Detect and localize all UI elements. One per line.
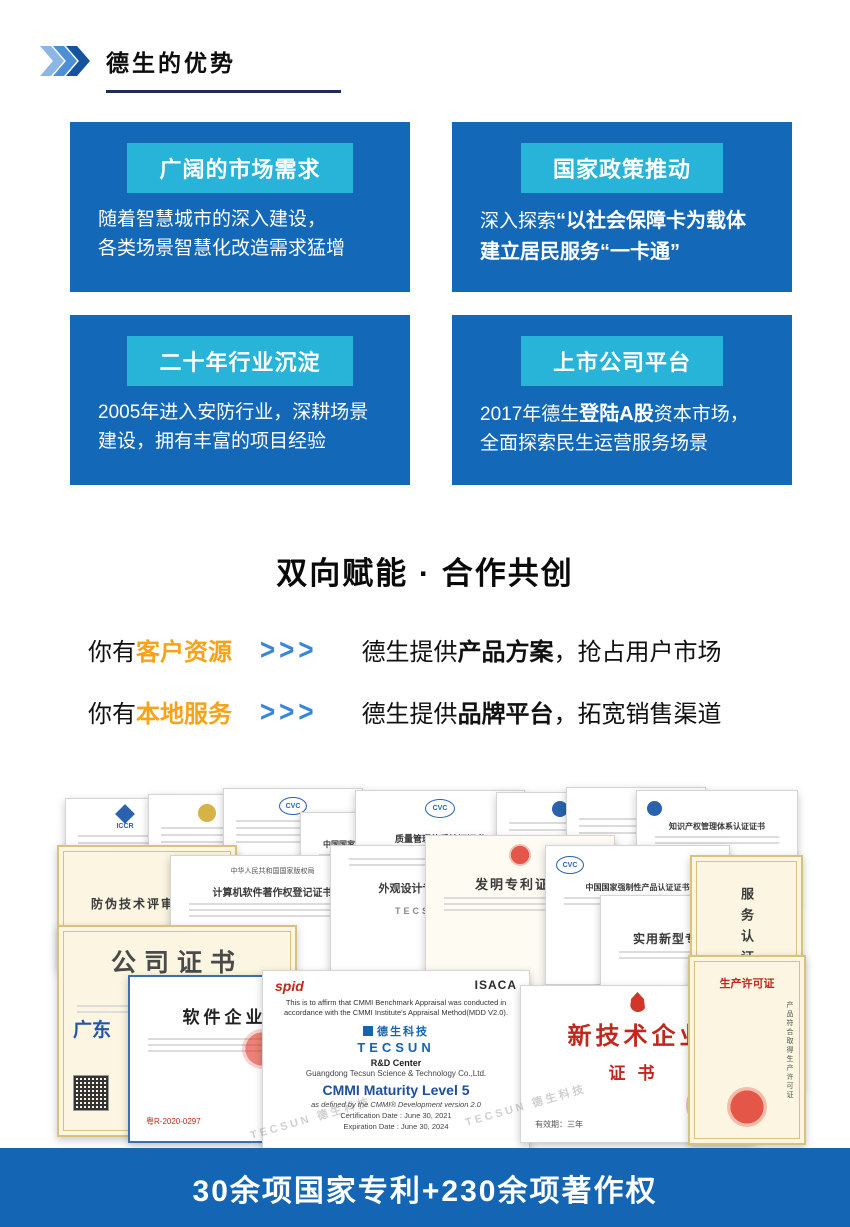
card-body-line: 各类场景智慧化改造需求猛增 [98,237,346,259]
triple-arrow-icon: >>> [260,631,318,667]
coop-prefix: 你有 [88,701,136,728]
card-body-text: 2017年德生 [480,404,580,425]
advantage-cards: 广阔的市场需求 随着智慧城市的深入建设， 各类场景智慧化改造需求猛增 国家政策推… [70,122,792,485]
tecsun-logo: 德生科技 TECSUN [263,1022,529,1055]
coop-row-customer: 你有客户资源 >>> 德生提供产品方案，抢占用户市场 [88,632,722,667]
iccr-logo-icon [115,804,135,824]
bottom-banner: 30余项国家专利+230余项著作权 [0,1148,850,1227]
gold-badge-icon [198,804,216,822]
certificate-production-license: 生产许可证 产品符合取得生产许可证 [688,955,806,1145]
tecsun-english-name: TECSUN [357,1040,435,1056]
iccr-label: ICCR [116,823,134,830]
certificates-collage: ICCR CVC 中国国家强制性产品认证证书 CVC 质量管理体系认证证书 知识… [48,782,806,1162]
text-lines [426,897,614,911]
license-side-text: 产品符合取得生产许可证 [786,1001,793,1100]
coop-bold: 品牌平台 [457,701,554,728]
cmmi-as-defined: as defined by the CMMI® Development vers… [311,1100,481,1110]
card-title-badge: 广阔的市场需求 [127,143,353,193]
card-title-badge: 上市公司平台 [520,336,723,386]
coop-offer: 德生提供产品方案，抢占用户市场 [362,632,722,667]
cmmi-level-label: CMMI Maturity Level 5 [322,1082,470,1099]
cvc-logo: CVC [279,797,307,815]
red-seal-icon [727,1087,767,1127]
cvc-logo: CVC [425,799,455,818]
certificate-title: 发明专利证书 [474,877,565,892]
card-body: 2005年进入安防行业，深耕场景建设，拥有丰富的项目经验 [98,399,382,456]
company-name: Guangdong Tecsun Science & Technology Co… [305,1069,487,1079]
coop-rest: ，拓宽销售渠道 [553,701,722,728]
certificate-header: 中华人民共和国国家版权局 [230,868,315,875]
coop-highlight: 本地服务 [136,701,232,728]
isaca-logo: ISACA [474,978,517,992]
text-lines [637,836,797,844]
card-listed-company: 上市公司平台 2017年德生登陆A股资本市场，全面探索民生运营服务场景 [452,315,792,485]
certification-date: Certification Date : June 30, 2021 [340,1111,452,1121]
flame-logo-icon [629,992,646,1012]
card-body: 随着智慧城市的深入建设， 各类场景智慧化改造需求猛增 [98,206,382,263]
certificate-cmmi: spid ISACA This is to affirm that CMMI B… [262,970,530,1162]
certificate-title: 中国国家强制性产品认证证书 [585,883,690,892]
expiration-date: Expiration Date : June 30, 2024 [343,1122,449,1132]
qr-code [73,1075,109,1111]
text-lines [331,858,514,866]
cooperation-title: 双向赋能 · 合作共创 [276,556,574,591]
card-body-bold: “以社会保障卡为载体建立居民服务“一卡通” [480,210,747,263]
triple-arrow-icon: >>> [260,693,318,729]
guangdong-label: 广东 [73,1020,112,1041]
text-lines [171,903,374,917]
text-lines [149,827,265,843]
card-body-line: 随着智慧城市的深入建设， [98,209,327,230]
cmmi-statement: This is to affirm that CMMI Benchmark Ap… [283,998,509,1018]
card-market-demand: 广阔的市场需求 随着智慧城市的深入建设， 各类场景智慧化改造需求猛增 [70,122,410,292]
card-body-text: 2005年进入安防行业，深耕场景建设，拥有丰富的项目经验 [98,402,369,452]
banner-text: 30余项国家专利+230余项著作权 [192,1174,658,1208]
card-body-bold: 登陆A股 [579,403,654,425]
card-body-text: 资本市场，全面探索民生运营服务场景 [480,404,749,454]
tecsun-chinese-name: 德生科技 [377,1026,429,1039]
coop-offer: 德生提供品牌平台，拓宽销售渠道 [362,694,722,729]
coop-highlight: 客户资源 [136,639,232,666]
card-title-badge: 二十年行业沉淀 [127,336,353,386]
text-lines [224,820,362,843]
chevrons-icon [40,46,90,76]
tecsun-grey-logo: TECSUN [394,906,450,916]
card-title-badge: 国家政策推动 [520,143,723,193]
validity-label: 有效期：三年 [535,1120,583,1129]
card-national-policy: 国家政策推动 深入探索“以社会保障卡为载体建立居民服务“一卡通” [452,122,792,292]
spid-logo: spid [275,978,304,994]
certificate-title: 公司证书 [110,949,243,977]
card-body-text: 深入探索 [480,211,557,232]
card-industry-experience: 二十年行业沉淀 2005年进入安防行业，深耕场景建设，拥有丰富的项目经验 [70,315,410,485]
certificate-title: 新技术企业 [567,1023,708,1050]
cvc-logo: CVC [556,856,584,874]
card-body: 深入探索“以社会保障卡为载体建立居民服务“一卡通” [480,206,764,267]
certificate-subtitle: 证书 [608,1064,667,1083]
round-logo-icon [647,801,662,816]
page-header: 德生的优势 [40,44,341,93]
coop-bold: 产品方案 [457,639,554,666]
certificate-number: 粤R-2020-0297 [146,1117,201,1126]
round-logo-icon [552,801,568,817]
coop-lead: 德生提供 [361,639,458,666]
page-title: 德生的优势 [106,50,236,76]
cmmi-logos-row: spid ISACA [263,971,529,994]
rd-center-label: R&D Center [370,1058,422,1069]
coop-lead: 德生提供 [361,701,458,728]
coop-prefix: 你有 [88,639,136,666]
coop-rest: ，抢占用户市场 [553,639,722,666]
text-lines [601,951,769,959]
tecsun-logo-icon [363,1026,373,1037]
certificate-title: 计算机软件著作权登记证书 [212,888,333,899]
title-underline: 德生的优势 [106,44,341,93]
card-body: 2017年德生登陆A股资本市场，全面探索民生运营服务场景 [480,399,764,458]
certificate-title: 知识产权管理体系认证证书 [669,822,765,831]
national-emblem-icon [509,844,531,866]
certificate-title: 生产许可证 [719,978,775,990]
coop-row-local-service: 你有本地服务 >>> 德生提供品牌平台，拓宽销售渠道 [88,694,722,729]
